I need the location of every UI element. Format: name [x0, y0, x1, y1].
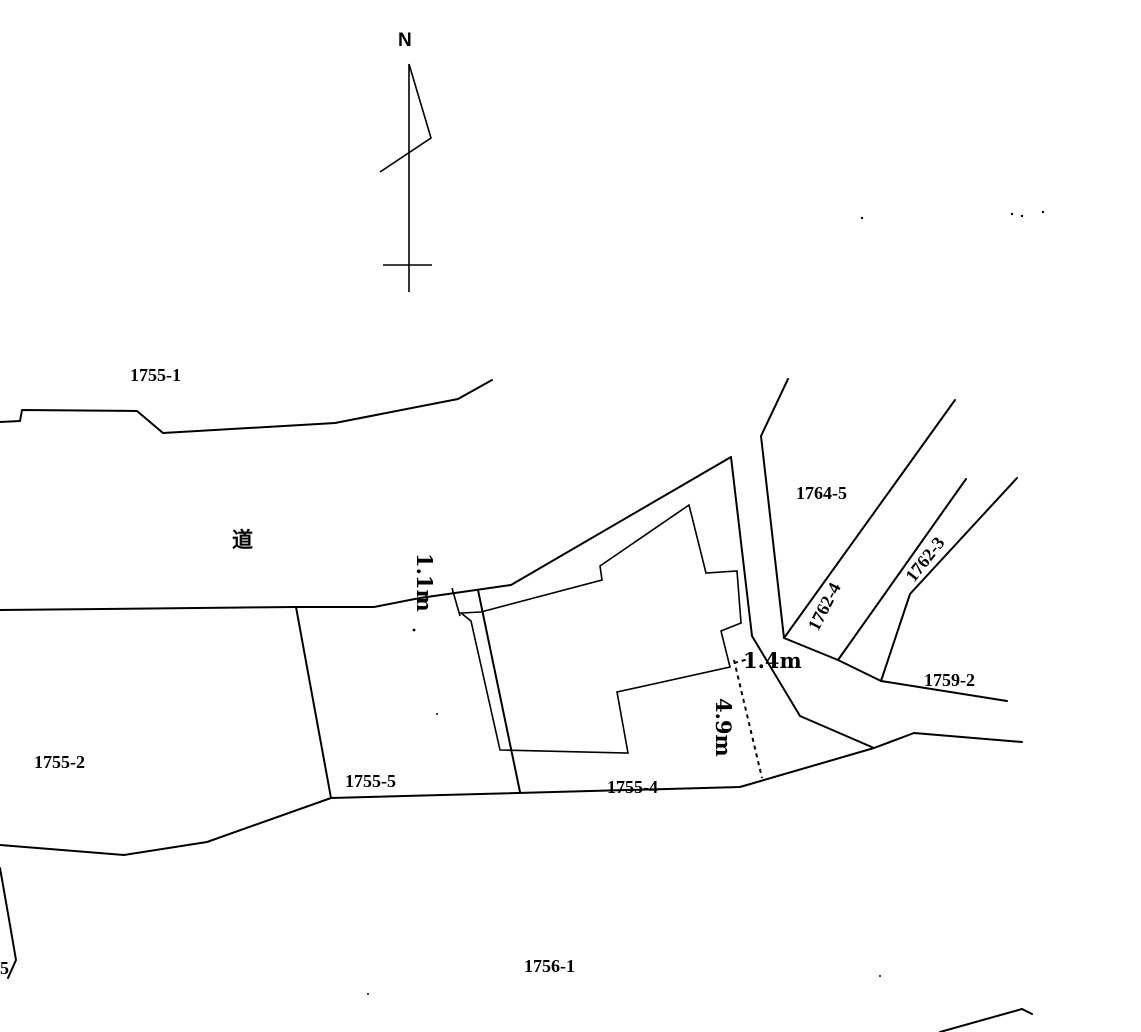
- boundary-lot-divider: [477, 589, 521, 793]
- parcel-label-1764-5: 1764-5: [796, 483, 847, 503]
- north-label: N: [398, 30, 412, 51]
- parcel-label-1756-1: 1756-1: [524, 956, 575, 976]
- dimension-line-1-1m: [451, 587, 461, 617]
- parcel-label-1755-2: 1755-2: [34, 752, 85, 772]
- boundary-1762-3-east: [880, 477, 1018, 682]
- parcel-label-1755-5: 1755-5: [345, 771, 396, 791]
- parcel-label-1755-1: 1755-1: [130, 365, 181, 385]
- parcel-label-1762-4: 1762-4: [804, 579, 845, 634]
- building-outline: [458, 503, 742, 754]
- boundary-1762-4-east: [837, 478, 967, 661]
- boundary-1759-2-north: [783, 637, 1008, 702]
- boundary-1764-5-east: [783, 399, 956, 639]
- dimension-line-1-4m: [733, 657, 753, 664]
- dimension-labels: 1.1m 1.4m 4.9m: [412, 553, 802, 757]
- dimension-lines: [451, 587, 763, 779]
- boundary-1755-5-west: [295, 606, 332, 799]
- parcel-label-edge: 5: [0, 958, 9, 978]
- dimension-label-4-9m: 4.9m: [711, 698, 736, 757]
- north-arrow-head: [379, 63, 432, 173]
- building-footprint: [458, 503, 742, 754]
- north-arrow: N: [379, 30, 432, 292]
- parcel-labels: 1755-1 道 1764-5 1762-4 1762-3 1759-2 175…: [0, 365, 975, 978]
- boundary-road-south: [0, 456, 732, 611]
- boundary-road-north: [0, 379, 493, 434]
- dimension-line-4-9m: [733, 659, 763, 779]
- boundary-sw-corner: [0, 867, 17, 979]
- boundary-south-main: [0, 732, 1023, 856]
- parcel-boundaries: [0, 378, 1033, 1032]
- boundary-1764-5-west: [760, 378, 789, 639]
- parcel-label-1759-2: 1759-2: [924, 670, 975, 690]
- dimension-label-1-1m: 1.1m: [412, 553, 437, 612]
- scan-specks: [367, 210, 1045, 995]
- dimension-label-1-4m: 1.4m: [743, 648, 802, 673]
- road-label: 道: [232, 527, 253, 552]
- boundary-se-corner: [939, 1008, 1033, 1032]
- parcel-label-1755-4: 1755-4: [607, 777, 658, 797]
- boundary-east-parcel: [730, 456, 875, 749]
